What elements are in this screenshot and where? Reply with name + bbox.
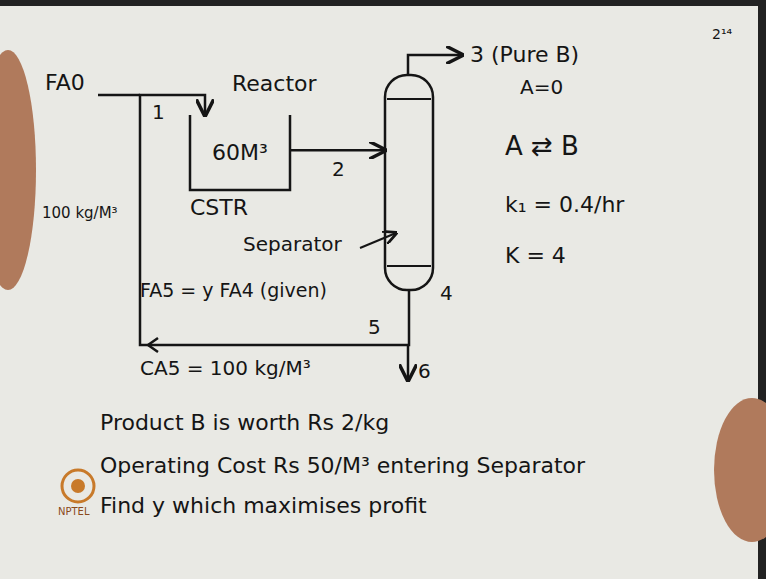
stream-line — [290, 149, 385, 152]
stream-name: FA0 — [45, 70, 85, 95]
stream-number: 2 — [330, 158, 347, 181]
leader-line — [360, 233, 396, 248]
column-tray — [387, 265, 431, 267]
rate-constant: k₁ = 0.4/hr — [505, 192, 624, 217]
column-outline — [385, 75, 433, 290]
column-tray — [387, 98, 431, 100]
stream-note: 3 (Pure B) — [470, 42, 579, 67]
frame-band — [0, 0, 766, 6]
purge-stream — [407, 345, 410, 380]
stream-line — [140, 95, 409, 345]
logo-core — [71, 479, 85, 493]
separator-column: Separator — [385, 75, 433, 290]
unit-name: Separator — [243, 233, 342, 256]
unit-name: Reactor — [232, 71, 317, 96]
stream-number: 6 — [418, 360, 431, 383]
problem-text: Product B is worth Rs 2/kg — [100, 410, 389, 435]
column-shell — [385, 75, 433, 290]
problem-text: Operating Cost Rs 50/M³ entering Separat… — [100, 453, 585, 478]
hand — [0, 50, 36, 290]
page-number: 2¹⁴ — [712, 26, 732, 42]
recycle-relation: FA5 = y FA4 (given) — [140, 280, 327, 302]
logo-ring — [62, 470, 94, 502]
reaction: A ⇄ B — [505, 132, 579, 162]
reactor-vessel: Reactor60M³CSTR — [190, 115, 290, 190]
stream-number: 5 — [366, 316, 383, 339]
volume-text: 60M³ — [212, 140, 268, 165]
recycle-concentration: CA5 = 100 kg/M³ — [140, 357, 311, 380]
logo-text: NPTEL — [58, 506, 90, 518]
equilibrium-constant: K = 4 — [505, 243, 566, 268]
reactor-type: CSTR — [190, 195, 248, 220]
hand — [714, 398, 766, 542]
vessel-wall — [190, 115, 290, 190]
stream-number: 1 — [152, 101, 165, 124]
stream-note: A=0 — [520, 76, 563, 99]
product-stream — [408, 55, 462, 75]
feed-concentration: 100 kg/M³ — [42, 205, 118, 222]
stream-number: 4 — [440, 282, 453, 305]
problem-text: Find y which maximises profit — [100, 493, 427, 518]
feed-line — [98, 94, 140, 97]
